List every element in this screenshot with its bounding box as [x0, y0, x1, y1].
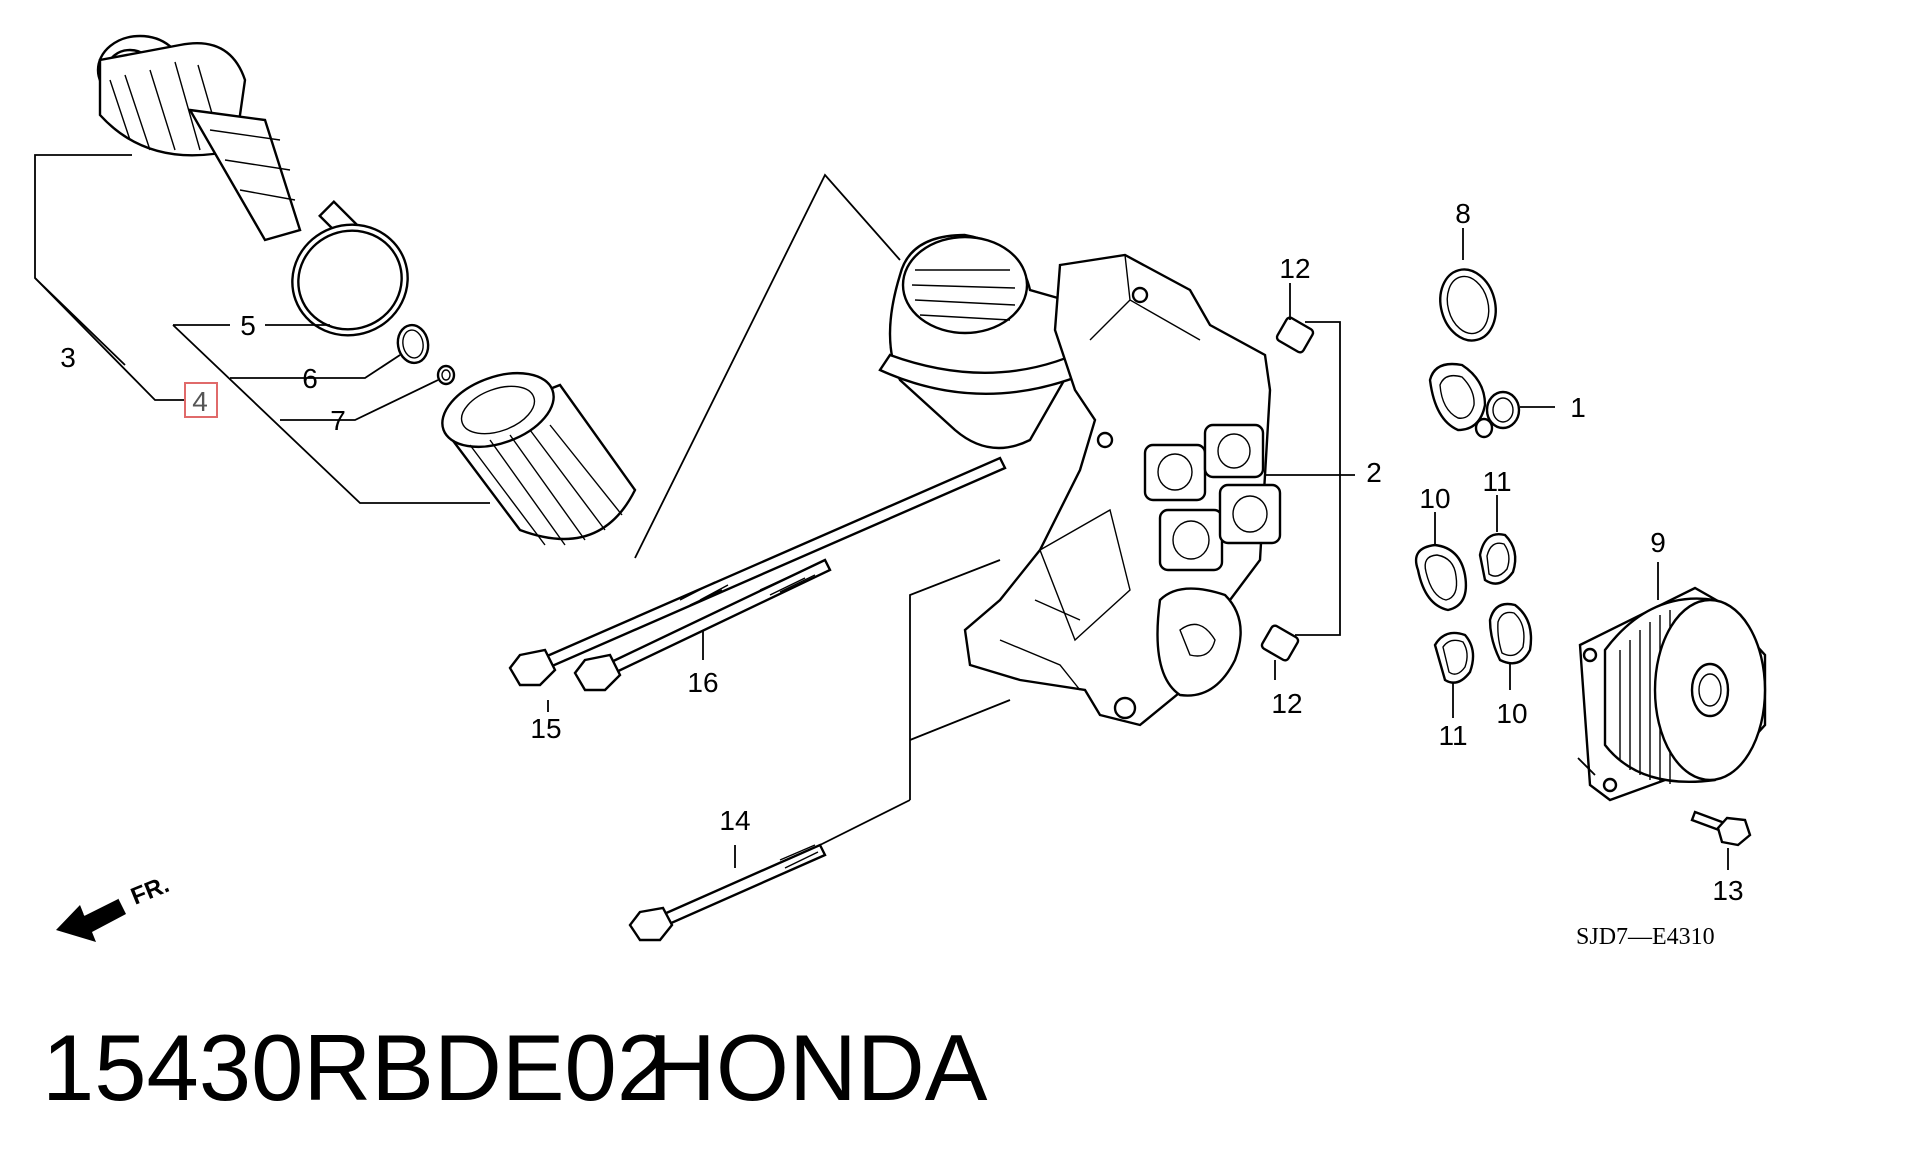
callout-11-top: 11	[1482, 466, 1511, 497]
callout-16: 16	[687, 667, 718, 698]
callout-10-top: 10	[1419, 483, 1450, 514]
oil-filter-element	[441, 371, 637, 546]
dowel-pin-12-bottom	[1260, 624, 1300, 662]
gasket-11-top	[1478, 533, 1517, 585]
callout-9: 9	[1650, 527, 1666, 558]
bolt-15	[508, 456, 1007, 687]
leader-9b	[1577, 757, 1596, 776]
oil-cooler	[1578, 586, 1767, 802]
oil-filter-cap	[96, 34, 409, 337]
o-ring-7	[436, 364, 456, 386]
front-direction-arrow-icon: FR.	[56, 871, 173, 942]
gasket-8	[1439, 268, 1497, 342]
brand-name: HONDA	[648, 1015, 988, 1120]
callout-14: 14	[719, 805, 750, 836]
callout-4: 4	[192, 386, 208, 417]
callout-3: 3	[60, 342, 76, 373]
direction-label: FR.	[127, 871, 173, 911]
leader-12	[1295, 321, 1341, 636]
callout-6: 6	[302, 363, 318, 394]
bolt-13	[1690, 810, 1752, 847]
leader-14b	[819, 559, 1001, 846]
callout-8: 8	[1455, 198, 1471, 229]
leader-14c	[909, 699, 1011, 741]
callout-7: 7	[330, 405, 346, 436]
callout-1: 1	[1570, 392, 1586, 423]
gasket-10-bottom	[1488, 602, 1533, 665]
bolt-14	[628, 843, 827, 942]
callout-2: 2	[1366, 457, 1382, 488]
gasket-1	[1428, 362, 1521, 439]
callout-12-top: 12	[1279, 253, 1310, 284]
callout-11-bottom: 11	[1438, 720, 1467, 751]
callout-4-highlight	[184, 382, 218, 418]
bolt-16	[573, 558, 832, 692]
part-number: 15430RBDE02	[42, 1015, 669, 1120]
gasket-10-top	[1414, 543, 1468, 612]
callout-15: 15	[530, 713, 561, 744]
callout-13: 13	[1712, 875, 1743, 906]
oil-filter-housing	[878, 233, 1282, 727]
callout-labels: 1 2 3 4 5 6 7 8 9 10 10 11 11 12 12 13 1…	[60, 198, 1743, 906]
o-ring-6	[396, 323, 430, 365]
callout-10-bottom: 10	[1496, 698, 1527, 729]
leader-lines-left	[34, 154, 901, 559]
dowel-pin-12-top	[1275, 316, 1315, 354]
callout-12-bottom: 12	[1271, 688, 1302, 719]
callout-5: 5	[240, 310, 256, 341]
drawing-code: SJD7—E4310	[1576, 924, 1715, 950]
gasket-11-bottom	[1433, 631, 1475, 684]
